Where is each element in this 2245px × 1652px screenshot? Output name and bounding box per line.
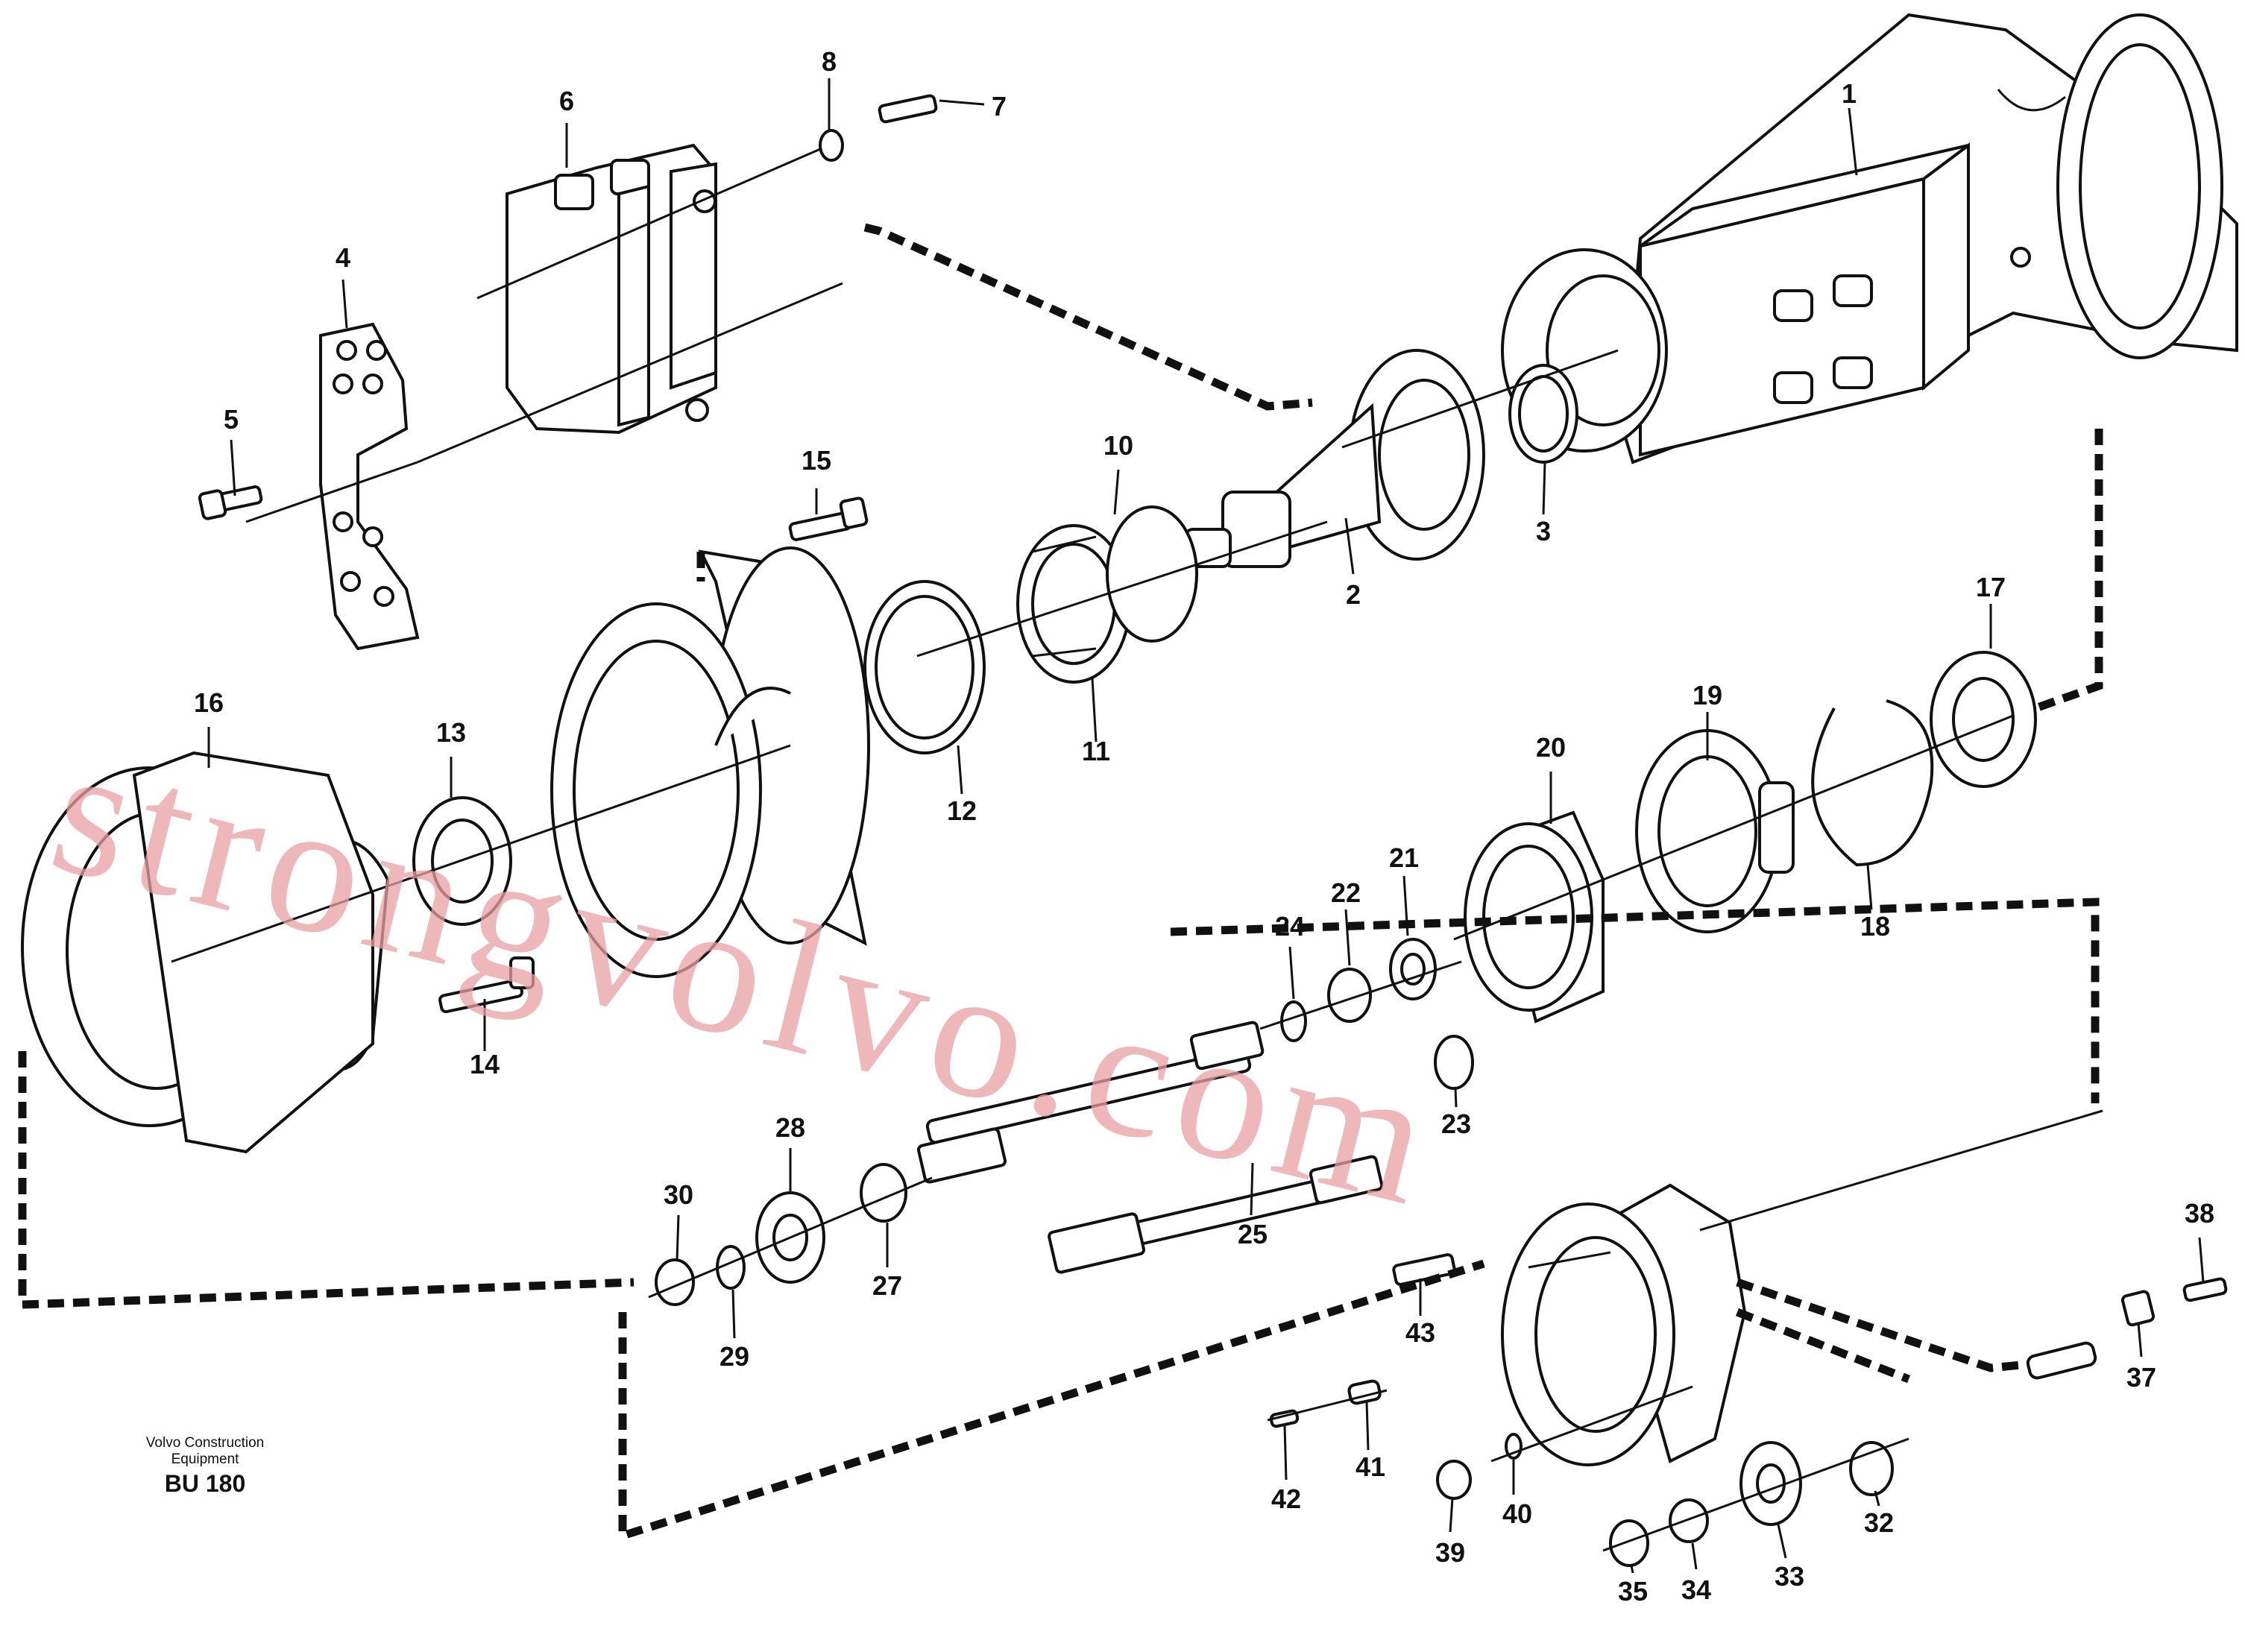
leader-lines [207,78,2205,1574]
callout-32: 32 [1864,1507,1894,1538]
publisher-line-1: Volvo Construction [145,1435,265,1451]
callout-6: 6 [559,86,574,116]
planet-gear-carrier [1635,729,1795,933]
hub-cover [1501,1183,1747,1466]
retaining-ring [1106,505,1198,643]
assembly-lines [171,148,2103,1552]
nut [1389,938,1437,1000]
callout-28: 28 [775,1112,805,1143]
gear-33 [1739,1441,1802,1526]
washer-30 [655,1258,695,1306]
inner-seal-ring [863,580,986,754]
circlip [1811,699,1934,867]
callout-27: 27 [872,1270,902,1301]
screw-38 [2182,1277,2228,1302]
callout-16: 16 [194,687,224,718]
drawing-code: BU 180 [164,1470,246,1497]
callout-34: 34 [1681,1574,1711,1605]
callout-30: 30 [664,1179,693,1210]
dashed-assembly-paths [18,223,2103,1542]
callout-35: 35 [1618,1576,1648,1607]
callout-13: 13 [436,717,466,748]
callout-24: 24 [1275,911,1305,942]
pin-36 [2026,1341,2097,1380]
washer-8 [819,129,844,162]
callout-14: 14 [470,1049,500,1079]
caliper-bolt-5 [198,485,263,520]
plug-39 [1436,1460,1472,1500]
callout-4: 4 [336,242,350,273]
callout-11: 11 [1082,736,1110,766]
axle-housing [1501,13,2238,464]
stud-bolt [438,956,535,1014]
callout-19: 19 [1693,680,1722,710]
wheel-hub [21,751,390,1154]
callout-8: 8 [822,46,837,77]
planet-carrier [1184,349,1485,568]
seal-ring [1508,364,1578,464]
bearing-32 [1849,1441,1894,1496]
callout-25: 25 [1238,1219,1268,1249]
callout-7: 7 [992,91,1007,122]
thrust-washer-27 [860,1163,907,1223]
publisher-line-2: Equipment [171,1451,239,1467]
callout-37: 37 [2126,1362,2156,1393]
drive-shaft-upper [916,1021,1265,1184]
callout-29: 29 [720,1341,749,1372]
washer-34 [1669,1498,1709,1543]
callout-10: 10 [1103,430,1133,461]
callout-41: 41 [1355,1451,1385,1482]
drive-shaft-lower [1048,1155,1384,1274]
callout-2: 2 [1346,579,1361,610]
callout-33: 33 [1775,1561,1804,1592]
callout-21: 21 [1389,842,1419,873]
clip-37 [2120,1290,2156,1327]
callout-1: 1 [1842,78,1857,109]
callout-17: 17 [1976,572,2006,602]
callout-20: 20 [1536,732,1566,763]
caliper-bolt-7 [878,94,938,124]
publisher-caption: Volvo Construction Equipment BU 180 [119,1435,291,1499]
callout-labels: 1 2 3 4 5 6 7 8 10 11 12 13 14 15 16 17 … [194,46,2214,1607]
outer-bearing [1930,651,2037,788]
callout-39: 39 [1435,1537,1465,1568]
brake-caliper [506,143,717,435]
caliper-bracket [319,322,420,651]
callout-40: 40 [1502,1498,1532,1529]
washer-35 [1609,1519,1649,1567]
callout-38: 38 [2185,1198,2214,1229]
callout-12: 12 [947,795,977,826]
callout-15: 15 [802,445,831,476]
callout-22: 22 [1331,877,1361,908]
callout-3: 3 [1536,516,1551,546]
washer-23 [1434,1035,1474,1090]
lock-washer [1327,968,1372,1023]
bolt-15 [788,496,869,541]
callout-23: 23 [1441,1109,1471,1139]
callout-5: 5 [224,404,239,435]
callout-43: 43 [1405,1317,1435,1348]
callout-42: 42 [1271,1484,1301,1514]
callout-18: 18 [1860,911,1890,942]
